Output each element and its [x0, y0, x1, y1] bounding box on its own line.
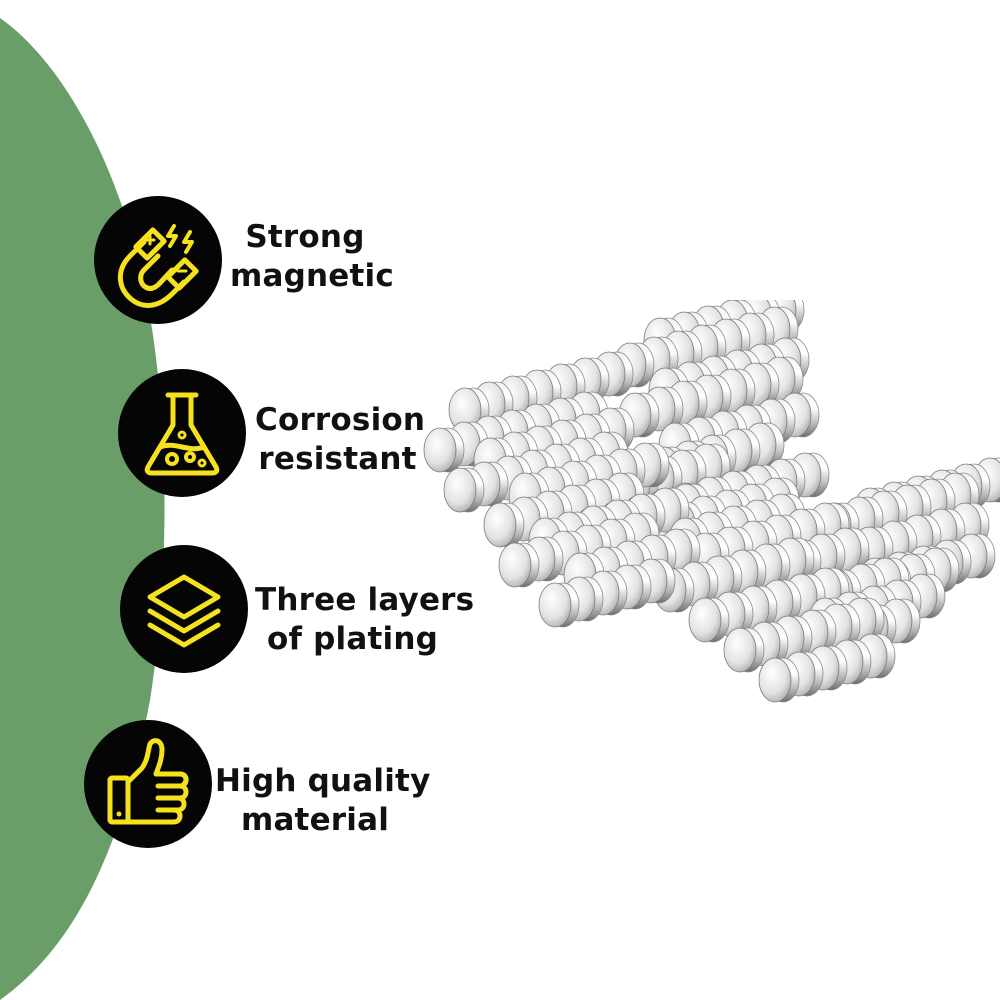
magnet-cylinder [723, 597, 885, 673]
feature-label-line2: magnetic [230, 258, 394, 294]
layers-icon [147, 574, 221, 648]
thumbs-up-icon [107, 738, 189, 825]
feature-corrosion-resistant: Corrosion resistant [0, 369, 470, 509]
feature-badge [84, 720, 212, 848]
feature-strong-magnetic: Strong magnetic [0, 196, 470, 336]
magnet-cylinder [688, 567, 850, 643]
feature-label: High quality material [215, 762, 431, 840]
feature-label-line1: Strong [245, 219, 365, 255]
feature-high-quality: High quality material [0, 720, 470, 860]
feature-three-layers: Three layers of plating [0, 545, 475, 685]
feature-label-line1: Corrosion [255, 402, 426, 438]
feature-badge [94, 196, 222, 324]
feature-label: Three layers of plating [255, 581, 475, 659]
magnet-cylinder [758, 633, 896, 703]
magnet-stacks-image [423, 300, 1000, 703]
feature-label-line2: resistant [258, 441, 417, 477]
feature-label: Corrosion resistant [255, 401, 426, 479]
magnet-cylinder [538, 558, 676, 628]
magnet-icon [117, 224, 199, 308]
flask-icon [144, 392, 220, 476]
magnet-cylinder [618, 356, 804, 438]
feature-label: Strong magnetic [230, 218, 394, 296]
feature-label-line1: Three layers [255, 582, 475, 618]
feature-badge [120, 545, 248, 673]
magnet-stacks-group [423, 300, 1000, 703]
feature-label-line1: High quality [215, 763, 431, 799]
feature-badge [118, 369, 246, 497]
feature-label-line2: material [240, 802, 390, 838]
feature-label-line2: of plating [266, 621, 439, 657]
